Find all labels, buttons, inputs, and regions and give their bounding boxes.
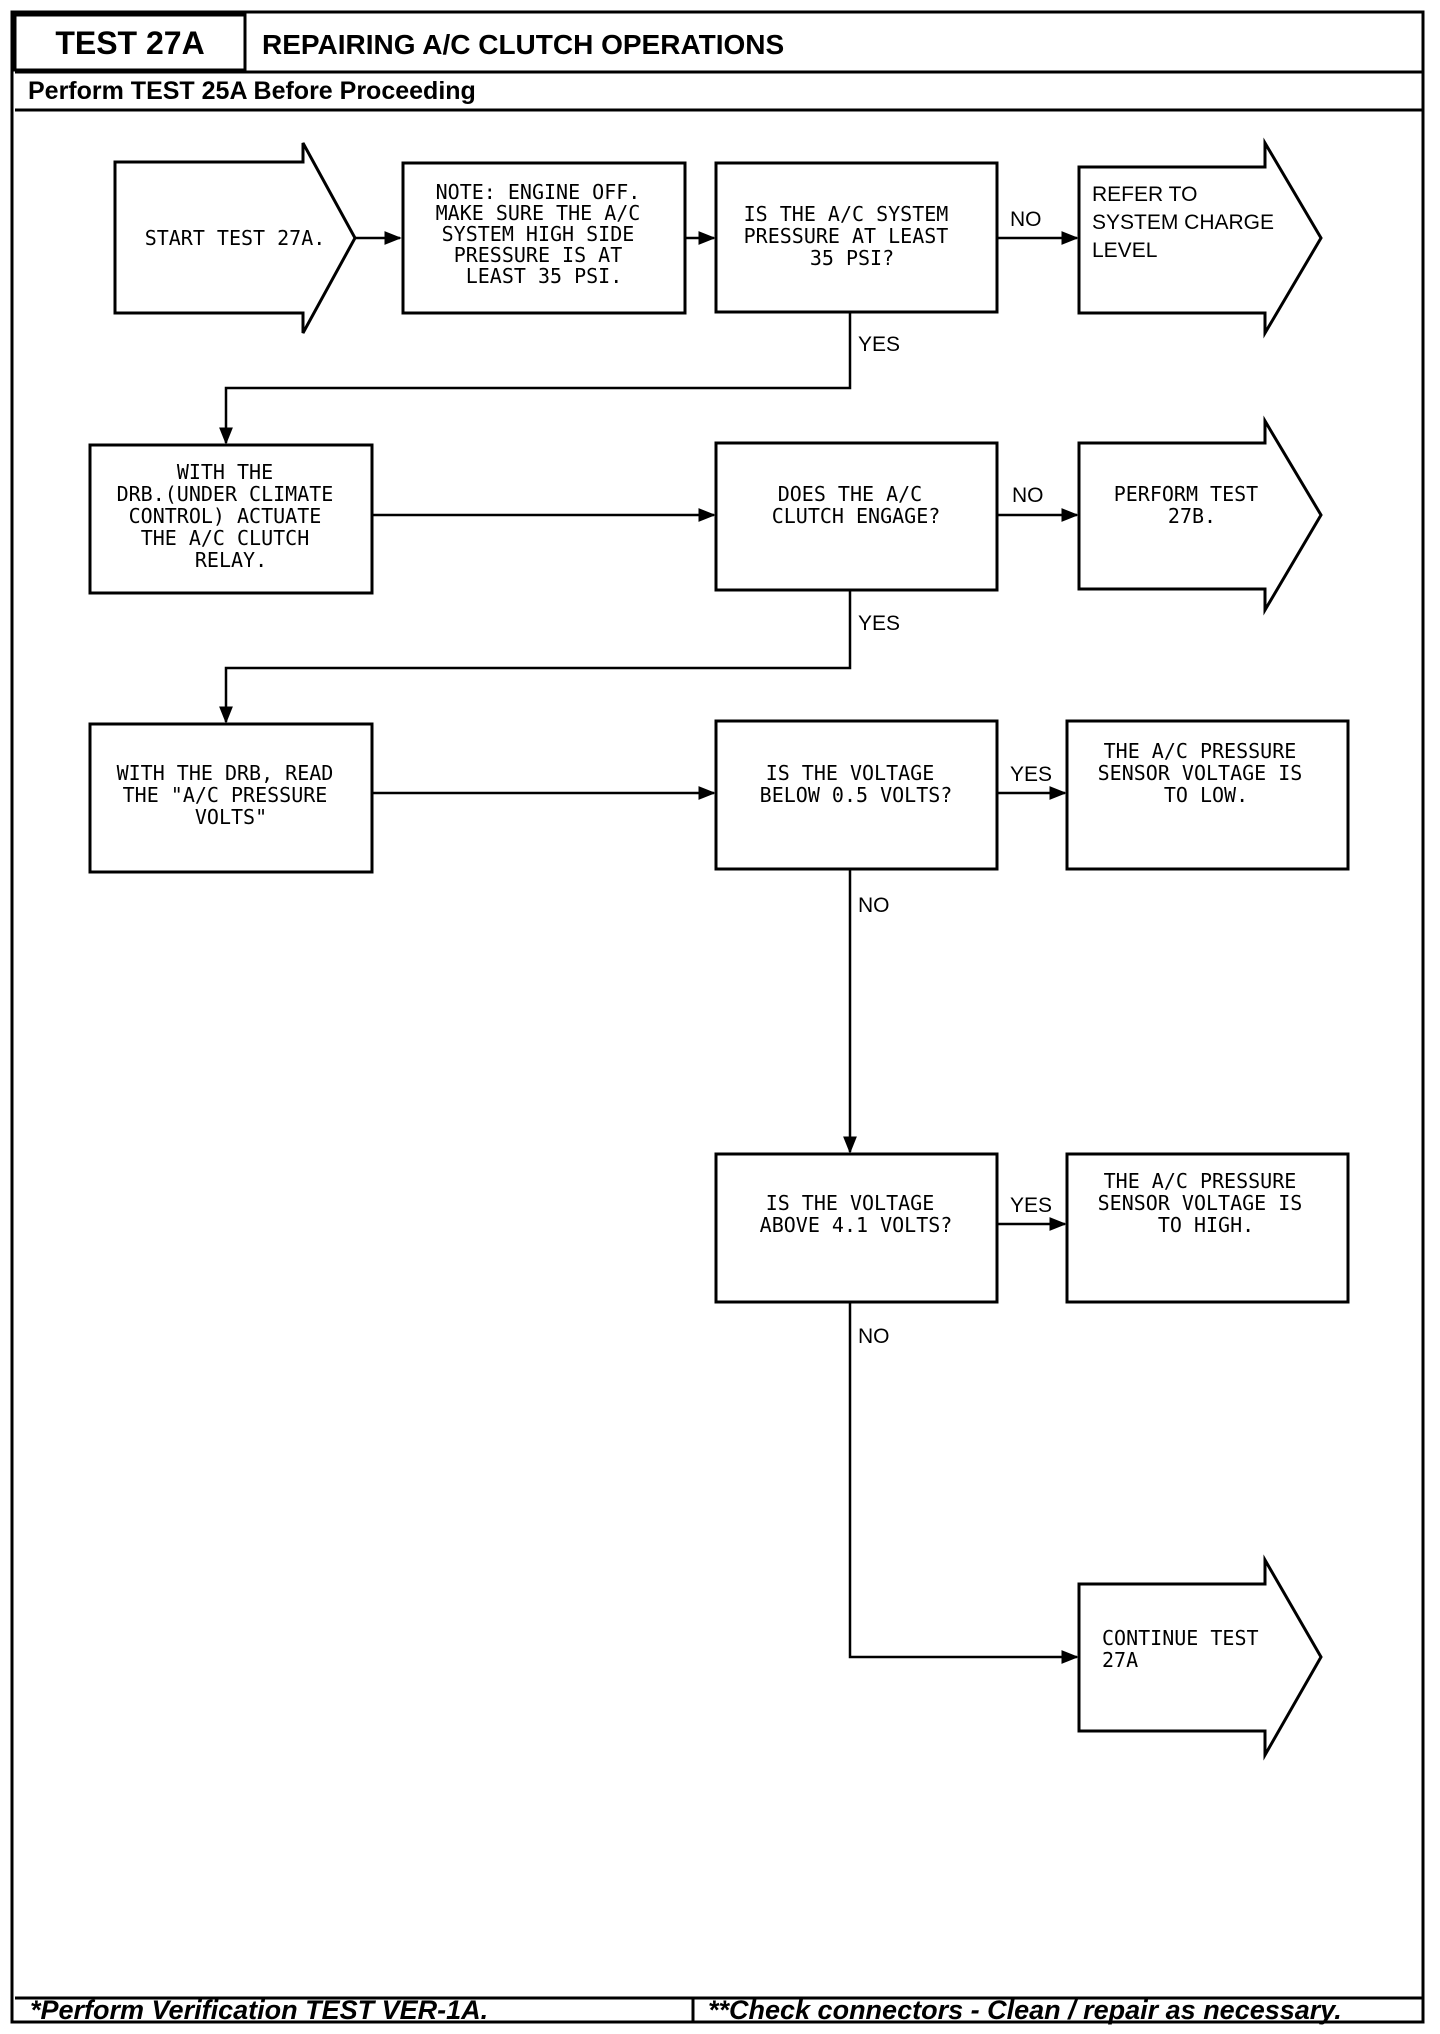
node-q-above-line: IS THE VOLTAGE <box>766 1191 935 1215</box>
node-q-above-line: ABOVE 4.1 VOLTS? <box>760 1213 953 1237</box>
node-q-pressure: IS THE A/C SYSTEM PRESSURE AT LEAST 35 P… <box>714 161 999 314</box>
page-title: REPAIRING A/C CLUTCH OPERATIONS <box>262 29 784 60</box>
label-pressure-yes: YES <box>858 333 900 356</box>
svg-text:REFER TO SYSTEM CHARGE: REFER TO SYSTEM CHARGE LEVEL <box>1092 183 1280 262</box>
node-continue-line: 27A <box>1102 1648 1138 1672</box>
node-test27b-line: PERFORM TEST <box>1114 482 1259 506</box>
node-q-pressure-line: 35 PSI? <box>810 246 894 270</box>
svg-text:WITH THE DRB.(UNDER CL: WITH THE DRB.(UNDER CLIMATE CONTROL) ACT… <box>117 460 346 572</box>
node-q-engage-line: CLUTCH ENGAGE? <box>772 504 941 528</box>
svg-text:IS THE A/C SYSTEM PRES: IS THE A/C SYSTEM PRESSURE AT LEAST 35 P… <box>744 202 961 270</box>
node-read-volts-line: WITH THE DRB, READ <box>117 761 334 785</box>
label-above-no: NO <box>858 1325 890 1348</box>
node-note-line: LEAST 35 PSI. <box>466 264 623 288</box>
node-continue-line: CONTINUE TEST <box>1102 1626 1259 1650</box>
node-too-low-line: THE A/C PRESSURE <box>1104 739 1297 763</box>
node-read-volts-line: THE "A/C PRESSURE <box>123 783 328 807</box>
test-id-box <box>13 13 247 72</box>
node-too-high: THE A/C PRESSURE SENSOR VOLTAGE IS TO HI… <box>1065 1152 1350 1304</box>
label-engage-no: NO <box>1012 484 1044 507</box>
node-actuate-line: THE A/C CLUTCH <box>141 526 310 550</box>
node-test27b-line: 27B. <box>1168 504 1216 528</box>
edges <box>219 231 1079 1664</box>
node-note-line: NOTE: ENGINE OFF. <box>436 180 641 204</box>
label-below-yes: YES <box>1010 763 1052 786</box>
node-note-line: SYSTEM HIGH SIDE <box>442 222 635 246</box>
edge-engage-read <box>219 590 852 724</box>
node-start-line: START TEST 27A. <box>145 226 326 250</box>
node-start: START TEST 27A. <box>113 142 357 334</box>
svg-text:CONTINUE TEST 27A: CONTINUE TEST 27A <box>1102 1626 1271 1672</box>
node-note-line: MAKE SURE THE A/C <box>436 201 641 225</box>
node-too-high-line: SENSOR VOLTAGE IS <box>1098 1191 1303 1215</box>
label-below-no: NO <box>858 894 890 917</box>
svg-text:NOTE: ENGINE OFF. MAKE: NOTE: ENGINE OFF. MAKE SURE THE A/C SYST… <box>436 180 653 288</box>
edge-above-continue <box>848 1300 1079 1664</box>
node-note-line: PRESSURE IS AT <box>454 243 623 267</box>
label-pressure-no: NO <box>1010 208 1042 231</box>
svg-text:START TEST 27A.: START TEST 27A. <box>145 226 326 250</box>
label-above-yes: YES <box>1010 1194 1052 1217</box>
node-actuate: WITH THE DRB.(UNDER CLIMATE CONTROL) ACT… <box>88 443 374 595</box>
node-q-below-line: BELOW 0.5 VOLTS? <box>760 783 953 807</box>
node-refer-line: SYSTEM CHARGE <box>1092 211 1274 234</box>
node-too-low-line: TO LOW. <box>1164 783 1248 807</box>
test-id: TEST 27A <box>55 25 204 61</box>
label-engage-yes: YES <box>858 612 900 635</box>
nodes: START TEST 27A. NOTE: ENGINE OFF. MAKE S… <box>88 137 1350 1761</box>
node-refer-line: REFER TO <box>1092 183 1197 206</box>
node-read-volts: WITH THE DRB, READ THE "A/C PRESSURE VOL… <box>88 722 374 874</box>
node-too-low: THE A/C PRESSURE SENSOR VOLTAGE IS TO LO… <box>1065 719 1350 871</box>
node-refer: REFER TO SYSTEM CHARGE LEVEL <box>1077 137 1323 339</box>
footer-right: **Check connectors - Clean / repair as n… <box>708 1995 1342 2025</box>
svg-text:THE A/C PRESSURE SENSO: THE A/C PRESSURE SENSOR VOLTAGE IS TO LO… <box>1098 739 1315 807</box>
node-actuate-line: RELAY. <box>195 548 267 572</box>
node-refer-line: LEVEL <box>1092 239 1157 262</box>
node-actuate-line: CONTROL) ACTUATE <box>129 504 322 528</box>
edge-pressure-actuate <box>219 312 852 445</box>
svg-text:IS THE VOLTAGE ABOVE 4: IS THE VOLTAGE ABOVE 4.1 VOLTS? <box>760 1191 953 1237</box>
svg-text:IS THE VOLTAGE BELOW 0: IS THE VOLTAGE BELOW 0.5 VOLTS? <box>760 761 953 807</box>
footer: *Perform Verification TEST VER-1A. **Che… <box>15 1995 1423 2025</box>
node-note: NOTE: ENGINE OFF. MAKE SURE THE A/C SYST… <box>401 161 687 315</box>
node-q-engage-line: DOES THE A/C <box>778 482 923 506</box>
node-q-pressure-line: PRESSURE AT LEAST <box>744 224 949 248</box>
node-read-volts-line: VOLTS" <box>195 805 267 829</box>
node-q-below-line: IS THE VOLTAGE <box>766 761 935 785</box>
node-actuate-line: DRB.(UNDER CLIMATE <box>117 482 334 506</box>
node-too-high-line: TO HIGH. <box>1158 1213 1254 1237</box>
header: TEST 27A REPAIRING A/C CLUTCH OPERATIONS… <box>13 13 1423 112</box>
node-q-below: IS THE VOLTAGE BELOW 0.5 VOLTS? <box>714 719 999 871</box>
svg-text:PERFORM TEST 27B.: PERFORM TEST 27B. <box>1114 482 1271 528</box>
node-continue: CONTINUE TEST 27A <box>1077 1554 1323 1761</box>
node-test27b: PERFORM TEST 27B. <box>1077 415 1323 616</box>
node-too-low-line: SENSOR VOLTAGE IS <box>1098 761 1303 785</box>
node-q-engage: DOES THE A/C CLUTCH ENGAGE? <box>714 441 999 592</box>
footer-left: *Perform Verification TEST VER-1A. <box>30 1995 488 2025</box>
node-too-high-line: THE A/C PRESSURE <box>1104 1169 1297 1193</box>
node-q-above: IS THE VOLTAGE ABOVE 4.1 VOLTS? <box>714 1152 999 1304</box>
svg-text:DOES THE A/C CLUTCH EN: DOES THE A/C CLUTCH ENGAGE? <box>772 482 941 528</box>
node-q-pressure-line: IS THE A/C SYSTEM <box>744 202 949 226</box>
page-frame <box>10 10 1425 2024</box>
edge-labels: NO YES NO YES YES NO YES NO <box>858 208 1052 1348</box>
svg-text:WITH THE DRB, READ THE: WITH THE DRB, READ THE "A/C PRESSURE VOL… <box>117 761 346 829</box>
page-subtitle: Perform TEST 25A Before Proceeding <box>28 77 476 105</box>
node-actuate-line: WITH THE <box>177 460 273 484</box>
svg-text:THE A/C PRESSURE SENSO: THE A/C PRESSURE SENSOR VOLTAGE IS TO HI… <box>1098 1169 1315 1237</box>
